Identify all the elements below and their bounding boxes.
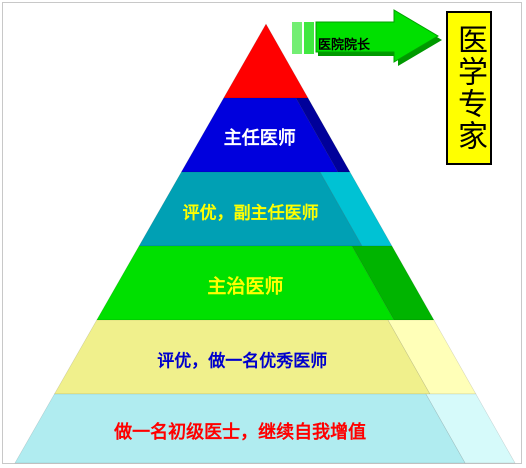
arrow-body xyxy=(315,9,439,63)
tier-label-4: 评优，做一名优秀医师 xyxy=(157,351,328,372)
tier-label-3: 主治医师 xyxy=(207,275,284,298)
diagram-frame xyxy=(2,2,522,464)
arrow-tail-0 xyxy=(292,22,302,54)
tier-label-2: 评优，副主任医师 xyxy=(182,203,319,224)
expert-label: 医学专家 xyxy=(452,24,487,152)
arrow-shape xyxy=(292,9,442,66)
arrow-tail-1 xyxy=(304,22,314,54)
arrow-label: 医院院长 xyxy=(318,38,371,53)
expert-box: 医学专家 xyxy=(446,11,492,165)
tier-face-5 xyxy=(14,393,466,464)
tier-label-5: 做一名初级医士，继续自我增值 xyxy=(114,421,367,443)
tier-label-1: 主任医师 xyxy=(223,128,296,149)
